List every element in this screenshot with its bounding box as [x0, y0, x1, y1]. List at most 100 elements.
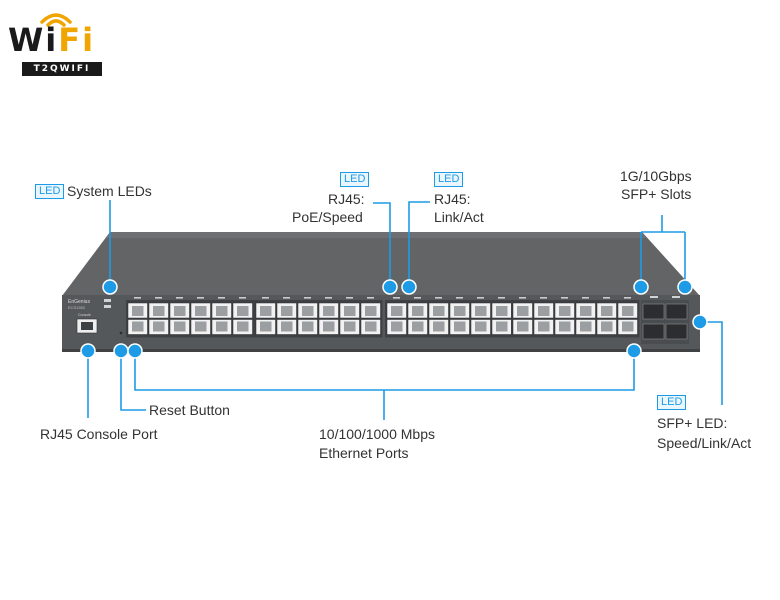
dot-console-port	[80, 343, 96, 359]
logo-wordmark: WiFi	[8, 22, 95, 58]
port-led	[283, 297, 290, 299]
dot-rj45-link	[401, 279, 417, 295]
label-sfp-led-line1: SFP+ LED:	[657, 415, 728, 431]
device-model: ECS1552	[68, 305, 86, 310]
rj45-port-socket	[132, 321, 144, 332]
rj45-port-socket	[365, 321, 377, 332]
wifi-signal-icon	[40, 13, 72, 27]
rj45-port-socket	[344, 306, 356, 316]
port-led	[176, 297, 183, 299]
rj45-port-socket	[622, 321, 634, 332]
label-system-leds: System LEDs	[67, 183, 152, 199]
port-led	[197, 297, 204, 299]
port-led	[435, 297, 442, 299]
label-rj45-poe-line1: RJ45:	[328, 191, 365, 207]
sfp-slot-3	[642, 323, 665, 340]
sfp-slot-1	[642, 303, 665, 320]
label-console-port: RJ45 Console Port	[40, 426, 158, 442]
rj45-port-socket	[538, 321, 550, 332]
port-led	[155, 297, 162, 299]
port-led	[304, 297, 311, 299]
port-led	[519, 297, 526, 299]
port-led	[414, 297, 421, 299]
rj45-port-socket	[195, 321, 207, 332]
rj45-port-socket	[344, 321, 356, 332]
rj45-port-socket	[302, 321, 314, 332]
dot-reset-button	[113, 343, 129, 359]
led-tag-system: LED	[35, 184, 65, 199]
port-led	[239, 297, 246, 299]
rj45-port-socket	[517, 321, 529, 332]
sfp-slot-4	[665, 323, 688, 340]
led-tag-rj45-poe: LED	[340, 172, 370, 187]
logo-word-wi: Wi	[8, 21, 59, 59]
rj45-port-socket	[302, 306, 314, 316]
rj45-port-socket	[580, 306, 592, 316]
system-led-1	[104, 299, 111, 302]
port-led	[498, 297, 505, 299]
rj45-port-socket	[601, 321, 613, 332]
callout-lines	[87, 200, 723, 420]
port-led	[346, 297, 353, 299]
leader-rj45-link	[408, 201, 430, 286]
port-led	[456, 297, 463, 299]
port-led	[477, 297, 484, 299]
logo-word-fi: Fi	[58, 21, 96, 59]
leader-sfp-led	[700, 321, 723, 405]
port-led	[603, 297, 610, 299]
system-led-2	[104, 305, 111, 308]
label-reset-button: Reset Button	[149, 402, 230, 418]
dot-ethernet-left	[127, 343, 143, 359]
label-ethernet-line2: Ethernet Ports	[319, 445, 409, 461]
device-brand: EnGenius	[68, 299, 90, 305]
leader-sfp-slots	[640, 215, 686, 286]
rj45-port-socket	[281, 306, 293, 316]
rj45-port-socket	[454, 321, 466, 332]
rj45-port-socket	[132, 306, 144, 316]
sfp-led-1	[650, 296, 658, 298]
dot-ethernet-right	[626, 343, 642, 359]
led-tag-sfp: LED	[657, 395, 687, 410]
rj45-port-socket	[622, 306, 634, 316]
callout-dots	[80, 279, 708, 359]
rj45-port-socket	[601, 306, 613, 316]
port-led	[325, 297, 332, 299]
dot-system-leds	[102, 279, 118, 295]
label-rj45-link-line1: RJ45:	[434, 191, 471, 207]
rj45-port-socket	[454, 306, 466, 316]
rj45-port-socket	[260, 321, 272, 332]
leader-rj45-poe	[373, 202, 391, 286]
rj45-port-socket	[174, 321, 186, 332]
leader-ethernet	[134, 350, 635, 420]
rj45-port-socket	[195, 306, 207, 316]
label-rj45-link-line2: Link/Act	[434, 209, 484, 225]
dot-sfp-slot-left	[633, 279, 649, 295]
switch-chassis-top	[62, 232, 700, 296]
rj45-port-socket	[517, 306, 529, 316]
rj45-port-socket	[391, 321, 403, 332]
port-led	[134, 297, 141, 299]
label-sfp-led-line2: Speed/Link/Act	[657, 435, 752, 451]
logo-tagline: T2QWIFI	[22, 62, 102, 76]
label-sfp-slots-line1: 1G/10Gbps	[620, 168, 692, 184]
rj45-port-socket	[412, 321, 424, 332]
rj45-port-socket	[475, 321, 487, 332]
rj45-port-socket	[153, 321, 165, 332]
rj45-port-socket	[237, 306, 249, 316]
sfp-led-2	[672, 296, 680, 298]
sfp-slots	[641, 296, 689, 344]
rj45-port-array	[126, 297, 640, 338]
rj45-port-socket	[559, 306, 571, 316]
rj45-port-socket	[475, 306, 487, 316]
rj45-port-socket	[153, 306, 165, 316]
rj45-port-socket	[391, 306, 403, 316]
port-led	[582, 297, 589, 299]
rj45-port-socket	[496, 306, 508, 316]
port-led	[540, 297, 547, 299]
port-led	[561, 297, 568, 299]
rj45-port-socket	[260, 306, 272, 316]
leader-reset	[120, 350, 146, 411]
led-tag-rj45-link: LED	[434, 172, 464, 187]
dot-sfp-led	[692, 314, 708, 330]
